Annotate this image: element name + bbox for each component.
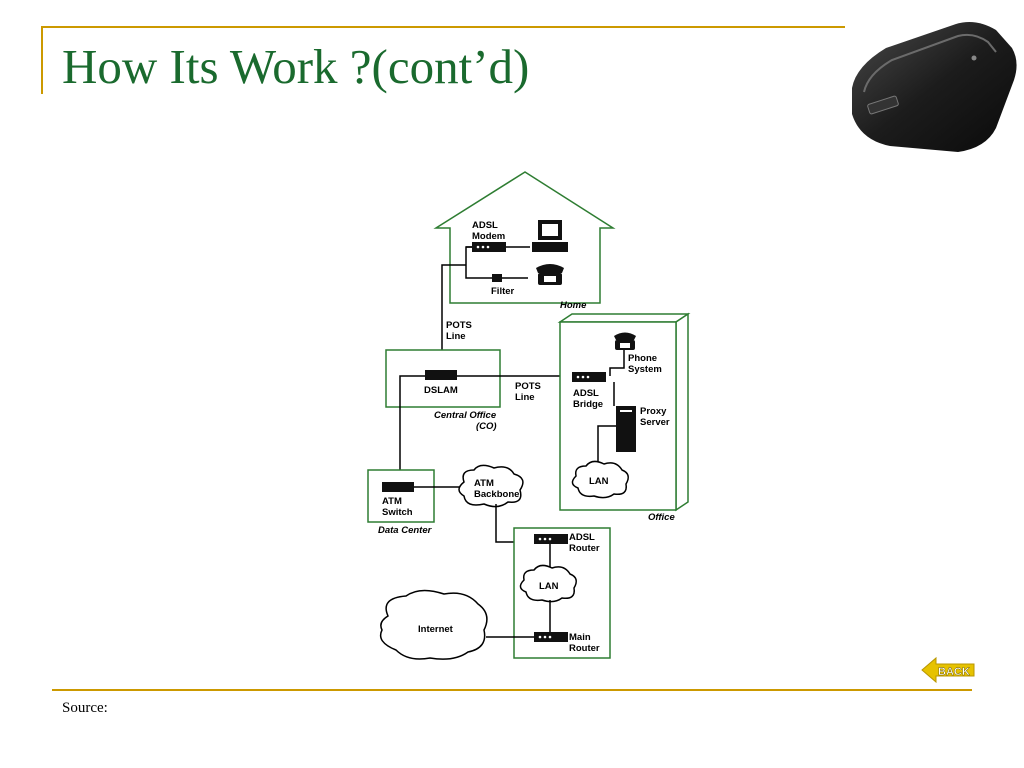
- footer-rule: [52, 689, 972, 691]
- home-filter-device: [492, 274, 502, 282]
- source-label: Source:: [62, 700, 108, 716]
- telephone-icon: [536, 264, 564, 285]
- internet-label: Internet: [418, 624, 454, 635]
- office-adsl-bridge-label-2: Bridge: [573, 399, 603, 410]
- isp-main-router-label-1: Main: [569, 632, 591, 643]
- computer-icon: [532, 220, 568, 252]
- back-arrow-icon: [921, 656, 975, 684]
- home-house-outline: [433, 171, 616, 304]
- atm-switch-label-1: ATM: [382, 496, 402, 507]
- office-phone-icon: [614, 332, 636, 350]
- atm-switch-device: [382, 482, 414, 492]
- central-office-caption-2: (CO): [476, 421, 497, 432]
- title-accent-vertical-rule: [41, 26, 43, 94]
- title-accent-horizontal-rule: [41, 26, 845, 28]
- office-phone-system-label-2: System: [628, 364, 662, 375]
- isp-lan-cloud: [519, 564, 577, 603]
- internet-cloud: [379, 589, 488, 660]
- home-adsl-modem-label-2: Modem: [472, 231, 505, 242]
- adsl-network-diagram: ADSL Modem Filter Home POTS Line DSLAM C…: [367, 171, 691, 660]
- atm-backbone-cloud: [458, 464, 524, 508]
- data-center-caption: Data Center: [378, 525, 433, 536]
- atm-switch-label-2: Switch: [382, 507, 413, 518]
- isp-main-router-label-2: Router: [569, 643, 600, 654]
- dslam-label: DSLAM: [424, 385, 458, 396]
- pots-line-top-label-1: POTS: [446, 320, 472, 331]
- back-button-label: BACK: [938, 666, 970, 678]
- isp-lan-label: LAN: [539, 581, 559, 592]
- proxy-server-label-1: Proxy: [640, 406, 667, 417]
- pots-line-mid-label-1: POTS: [515, 381, 541, 392]
- dslam-device: [425, 370, 457, 380]
- atm-backbone-label-2: Backbone: [474, 489, 519, 500]
- central-office-caption-1: Central Office: [434, 410, 497, 421]
- office-phone-system-label-1: Phone: [628, 353, 657, 364]
- back-button[interactable]: BACK: [920, 656, 976, 684]
- proxy-server-device: [616, 406, 636, 452]
- isp-adsl-router-label-2: Router: [569, 543, 600, 554]
- adsl-modem-photo: [852, 22, 1017, 152]
- isp-adsl-router-label-1: ADSL: [569, 532, 595, 543]
- office-adsl-bridge-label-1: ADSL: [573, 388, 599, 399]
- office-caption: Office: [648, 512, 675, 523]
- home-caption: Home: [560, 300, 587, 311]
- data-center-box: [367, 469, 435, 523]
- proxy-server-label-2: Server: [640, 417, 670, 428]
- pots-line-top-label-2: Line: [446, 331, 466, 342]
- home-filter-label: Filter: [491, 286, 515, 297]
- office-lan-label: LAN: [589, 476, 609, 487]
- home-adsl-modem-label-1: ADSL: [472, 220, 498, 231]
- slide-title: How Its Work ?(cont’d): [62, 39, 530, 94]
- atm-backbone-label-1: ATM: [474, 478, 494, 489]
- office-lan-cloud: [571, 460, 629, 499]
- pots-line-mid-label-2: Line: [515, 392, 535, 403]
